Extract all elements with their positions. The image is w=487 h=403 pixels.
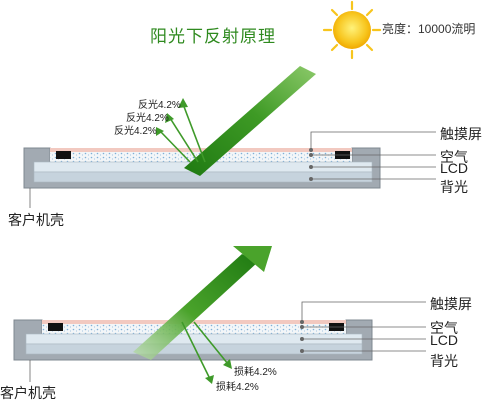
- bottom-marker-dot: [300, 320, 304, 324]
- top-marker-dot: [309, 177, 313, 181]
- diagram-title: 阳光下反射原理: [150, 27, 276, 46]
- bottom-beam-arrowhead: [233, 246, 272, 272]
- housing-label: 客户机壳: [8, 212, 64, 228]
- reflection-arrowhead-2: [165, 113, 174, 123]
- top-incident-beam: [184, 66, 316, 176]
- top-marker-dot: [309, 148, 313, 152]
- layer-label-air: 空气: [440, 149, 468, 165]
- top-reflection-arrows: [159, 103, 206, 163]
- loss-arrowhead-2: [205, 375, 214, 384]
- layer-label-backlight: 背光: [430, 353, 458, 369]
- bottom-marker-dot: [300, 349, 304, 353]
- sun-icon: [322, 0, 382, 60]
- bottom-marker-dot: [300, 337, 304, 341]
- layer-label-lcd: LCD: [440, 160, 469, 176]
- layer-label-air: 空气: [430, 320, 458, 336]
- bottom-marker-dot: [300, 325, 304, 329]
- layer-label-touch: 触摸屏: [440, 126, 482, 142]
- layer-label-touch: 触摸屏: [430, 296, 472, 312]
- loss-label: 损耗4.2%: [216, 382, 259, 393]
- bottom-panel: [13, 319, 373, 361]
- reflection-label: 反光4.2%: [114, 126, 157, 137]
- layer-label-lcd: LCD: [430, 332, 459, 348]
- top-marker-dot: [309, 153, 313, 157]
- reflection-label: 反光4.2%: [126, 113, 169, 124]
- bottom-backlight-layer: [25, 343, 363, 355]
- reflection-label: 反光4.2%: [138, 100, 181, 111]
- bottom-adhesive-left: [48, 323, 63, 331]
- bottom-leader-lines: [301, 301, 426, 352]
- layer-label-backlight: 背光: [440, 179, 468, 195]
- top-backlight-layer: [33, 171, 373, 183]
- bottom-air-layer: [42, 324, 346, 334]
- loss-label: 损耗4.2%: [234, 367, 277, 378]
- bottom-loss-arrows: [181, 321, 229, 380]
- bottom-emitted-beam: [133, 246, 272, 360]
- luminance-label: 亮度：10000流明: [382, 22, 476, 36]
- top-leader-lines: [310, 131, 436, 180]
- reflection-arrowhead-1: [178, 98, 188, 108]
- top-marker-dot: [309, 165, 313, 169]
- top-adhesive-left: [56, 151, 71, 159]
- loss-arrowhead-1: [223, 359, 232, 369]
- reflection-arrowhead-3: [156, 127, 164, 136]
- housing-label: 客户机壳: [0, 385, 56, 401]
